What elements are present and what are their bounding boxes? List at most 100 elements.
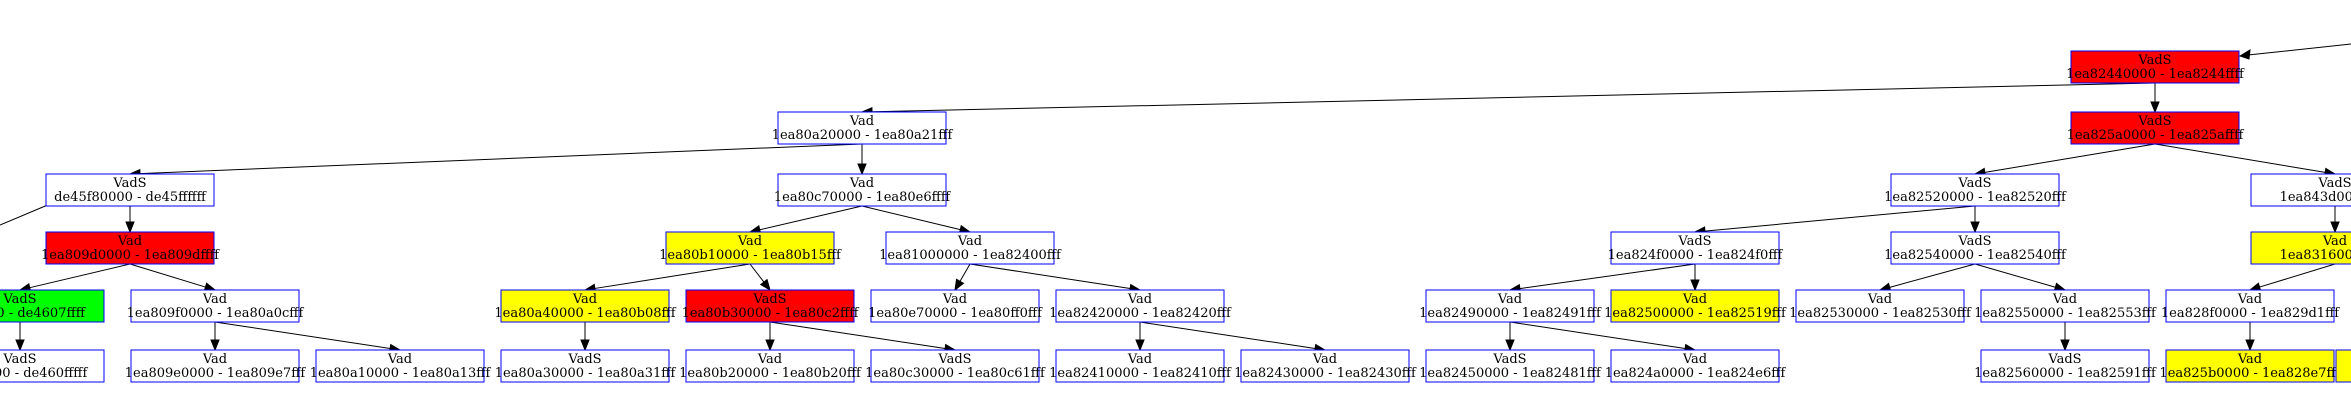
node-range-label: 1ea80e70000 - 1ea80ff0fff — [868, 306, 1043, 321]
node-type-label: Vad — [957, 234, 982, 249]
edge-n_824f-n_2491 — [1519, 263, 1696, 290]
node-range-label: 1ea824f0000 - 1ea824f0fff — [1608, 248, 1784, 263]
node-box — [777, 111, 947, 145]
node-type-label: Vad — [757, 352, 782, 367]
edge-n_root-n_a21 — [871, 82, 2156, 113]
node-type-label: VadS — [2, 352, 36, 367]
node-type-label: Vad — [942, 292, 967, 307]
node-box — [1610, 349, 1780, 383]
node-box — [1795, 289, 1965, 323]
node-type-label: Vad — [1127, 352, 1152, 367]
node-box — [2250, 173, 2351, 207]
edge-n_809d-n_de46 — [29, 263, 131, 289]
node-type-label: VadS — [1677, 234, 1711, 249]
node-range-label: 1ea80a20000 - 1ea80a21fff — [772, 128, 954, 143]
edge-n_825a-n_843d — [2154, 143, 2326, 173]
edge-n_b15-n_b08 — [594, 263, 751, 289]
node-type-label: Vad — [1867, 292, 1892, 307]
node-box — [1890, 173, 2060, 207]
node-range-label: 1ea80a30000 - 1ea80a31fff — [495, 366, 677, 381]
node-range-label: 1ea82560000 - 1ea82591fff — [1974, 366, 2157, 381]
node-type-label: Vad — [1682, 352, 1707, 367]
node-range-label: 1ea82530000 - 1ea82530fff — [1789, 306, 1972, 321]
edge-arrowhead — [765, 339, 775, 352]
node-type-label: Vad — [572, 292, 597, 307]
edge-n_825a-n_8252 — [1984, 143, 2156, 173]
vad-node — [2335, 349, 2351, 383]
node-type-label: VadS — [2047, 352, 2081, 367]
node-type-label: VadS — [2317, 176, 2351, 191]
edge-arrowhead — [2060, 339, 2070, 352]
node-box — [1890, 231, 2060, 265]
node-box — [1980, 349, 2150, 383]
node-type-label: Vad — [1682, 292, 1707, 307]
node-type-label: VadS — [2137, 53, 2171, 68]
edge-arrowhead — [2245, 339, 2255, 352]
node-box — [885, 231, 1055, 265]
edge-arrowhead — [857, 163, 867, 176]
edge-arrowhead — [1970, 221, 1980, 234]
node-type-label: VadS — [937, 352, 971, 367]
node-range-label: 1ea82520000 - 1ea82520fff — [1884, 190, 2067, 205]
edge-n_a0c-n_a13 — [214, 321, 391, 349]
node-box — [685, 349, 855, 383]
node-type-label: Vad — [1497, 292, 1522, 307]
edge-arrowhead — [954, 278, 965, 292]
node-box — [500, 289, 670, 323]
node-range-label: 1ea825a0000 - 1ea825affff — [2067, 128, 2246, 143]
edge-arrowhead — [1690, 279, 1700, 292]
node-box — [1055, 289, 1225, 323]
edge-n_8254-n_2530 — [1889, 263, 1976, 288]
node-type-label: Vad — [2237, 352, 2262, 367]
node-type-label: Vad — [2052, 292, 2077, 307]
edge-n_a21-n_de45 — [139, 143, 863, 175]
node-range-label: 1ea82440000 - 1ea8244ffff — [2066, 67, 2246, 82]
edge-n_8254-n_2553 — [1974, 263, 2056, 288]
node-range-label: 1ea81000000 - 1ea82400fff — [879, 248, 1062, 263]
edge-n_b15-n_c2f — [749, 263, 765, 283]
node-box — [1980, 289, 2150, 323]
node-box — [0, 289, 105, 323]
node-type-label: Vad — [2237, 292, 2262, 307]
node-range-label: 1ea80b10000 - 1ea80b15fff — [659, 248, 842, 263]
node-box — [2335, 349, 2351, 383]
edge-arrowhead — [210, 339, 220, 352]
node-range-label: 000000 - de4607ffff — [0, 306, 87, 321]
edge-arrowhead — [1505, 339, 1515, 352]
node-type-label: VadS — [2, 292, 36, 307]
node-box — [2165, 289, 2335, 323]
edge-n_8240-n_242 — [969, 263, 1131, 289]
node-box — [315, 349, 485, 383]
node-range-label: 1ea82540000 - 1ea82540fff — [1884, 248, 2067, 263]
edge-outgoing-left — [0, 203, 51, 226]
node-box — [130, 289, 300, 323]
edge-arrowhead — [2330, 221, 2340, 234]
node-box — [0, 349, 105, 383]
edge-n_2491-n_4e6 — [1509, 321, 1686, 349]
node-range-label: 1ea809e0000 - 1ea809e7fff — [125, 366, 307, 381]
node-box — [1425, 349, 1595, 383]
node-range-label: 1ea82490000 - 1ea82491fff — [1419, 306, 1602, 321]
node-box — [870, 349, 1040, 383]
edge-arrowhead — [15, 339, 25, 352]
